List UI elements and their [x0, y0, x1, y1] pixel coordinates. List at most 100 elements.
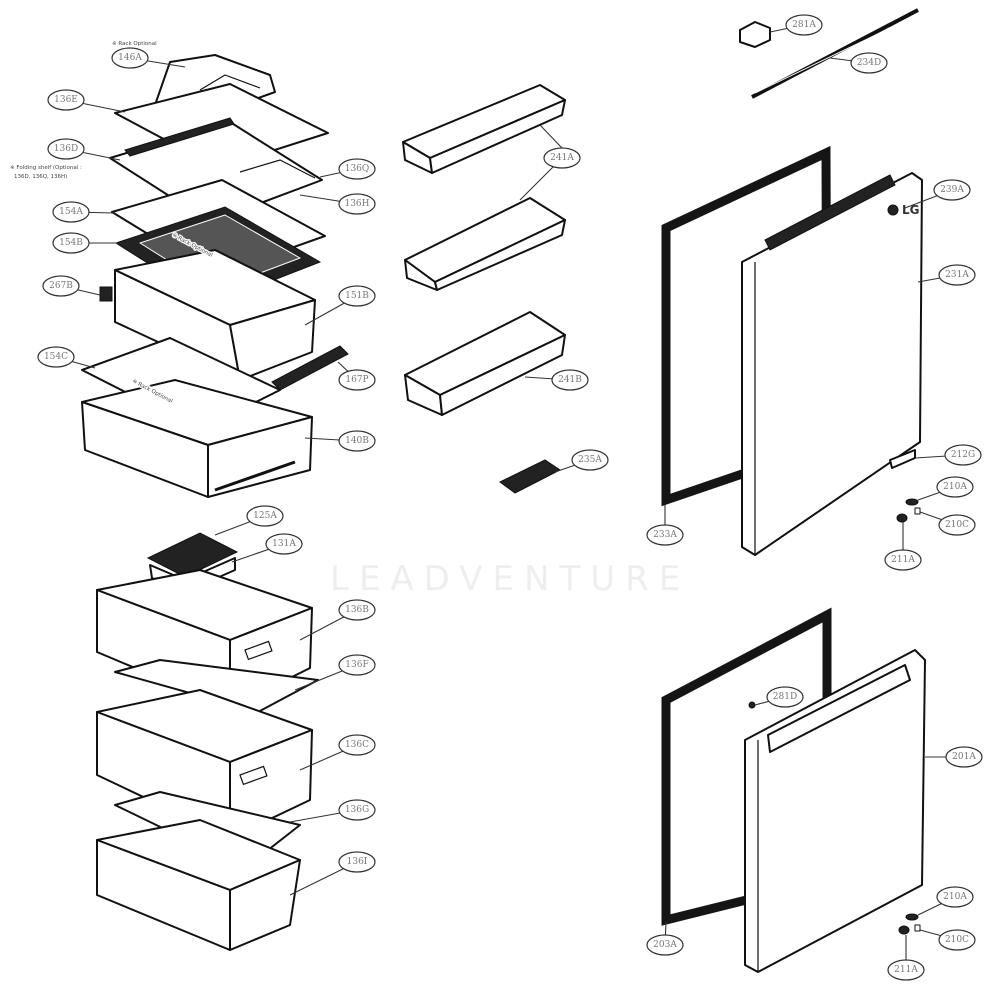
callout-136b: 136B: [299, 599, 376, 641]
callout-136g: 136G: [289, 799, 376, 823]
door-basket-top: [402, 84, 566, 174]
callout-bubble: [338, 369, 376, 391]
hinge-part-210c: [914, 507, 921, 515]
callout-bubble: [338, 285, 376, 307]
callout-bubble: [338, 158, 376, 180]
callout-bubble: [887, 959, 925, 981]
callout-label: 151B: [345, 291, 369, 301]
callout-241b: 241B: [524, 369, 589, 391]
callout-bubble: [47, 138, 85, 160]
callout-131a: 131A: [231, 533, 303, 563]
callout-bubble: [938, 514, 976, 536]
callout-label: 210A: [943, 482, 967, 492]
callout-233a: 233A: [646, 505, 684, 546]
callout-bubble: [785, 14, 823, 36]
callout-label: 210A: [943, 892, 967, 902]
callout-167p: 167P: [337, 361, 376, 391]
callout-bubble: [42, 275, 80, 297]
callout-bubble: [338, 799, 376, 821]
callout-281d: 281D: [754, 686, 804, 708]
part-281d: [748, 701, 756, 709]
note-folding-shelf-2: 136D, 136Q, 136H): [14, 174, 67, 180]
callout-146a: 146A: [111, 47, 186, 69]
callout-bubble: [938, 929, 976, 951]
callout-label: 211A: [891, 555, 915, 565]
door-231a: LG: [741, 172, 923, 556]
callout-label: 136B: [345, 605, 369, 615]
callout-label: 234D: [857, 58, 881, 68]
callout-label: 210C: [945, 520, 969, 530]
callout-label: 241A: [550, 153, 574, 163]
drawer-136i: [96, 819, 301, 951]
callout-label: 136C: [345, 740, 369, 750]
watermark: LEADVENTURE: [330, 559, 690, 599]
callout-bubble: [571, 449, 609, 471]
callout-267b: 267B: [42, 275, 101, 297]
callout-layer: 146A 136E 136D 136Q 136H 154A 154B 267B 151B 154C…: [37, 14, 983, 981]
callout-bubble: [646, 524, 684, 546]
callout-label: 231A: [945, 270, 969, 280]
callout-bubble: [338, 654, 376, 676]
callout-154a: 154A: [52, 201, 116, 223]
leader-line: [539, 124, 563, 149]
callout-bubble: [933, 179, 971, 201]
callout-bubble: [936, 886, 974, 908]
callout-label: 140B: [345, 436, 369, 446]
callout-151b: 151B: [304, 285, 376, 326]
lg-logo: LG: [902, 203, 920, 217]
callout-154c: 154C: [37, 346, 96, 369]
callout-bubble: [850, 52, 888, 74]
callout-label: 281D: [773, 692, 797, 702]
callout-label: 125A: [253, 511, 277, 521]
callout-label: 241B: [558, 375, 582, 385]
callout-210a: 210A: [917, 886, 974, 916]
callout-label: 136F: [345, 660, 368, 670]
drawer-151b: [99, 249, 316, 381]
callout-label: 239A: [940, 185, 964, 195]
callout-201a: 201A: [925, 746, 983, 768]
callout-125a: 125A: [214, 505, 284, 536]
callout-label: 136E: [54, 95, 78, 105]
callout-212g: 212G: [914, 444, 982, 466]
callout-label: 131A: [272, 539, 296, 549]
callout-136h: 136H: [299, 193, 376, 215]
callout-136f: 136F: [294, 654, 376, 691]
callout-210a: 210A: [917, 476, 974, 501]
hinge-part-211a: [896, 513, 908, 523]
callout-bubble: [551, 369, 589, 391]
callout-label: 136Q: [345, 164, 370, 174]
folding-shelf-136d: [109, 117, 323, 223]
part-234d: [751, 8, 919, 99]
callout-label: 203A: [653, 940, 677, 950]
callout-211a: 211A: [887, 935, 925, 981]
callout-bubble: [265, 533, 303, 555]
callout-235a: 235A: [554, 449, 609, 473]
callout-203a: 203A: [646, 921, 684, 956]
callout-label: 167P: [345, 375, 368, 385]
callout-bubble: [938, 264, 976, 286]
callout-label: 235A: [578, 455, 602, 465]
callout-label: 136H: [344, 199, 369, 209]
callout-bubble: [944, 444, 982, 466]
callout-label: 146A: [118, 53, 142, 63]
callout-bubble: [111, 47, 149, 69]
callout-bubble: [945, 746, 983, 768]
hinge-part-210a-lower: [905, 913, 919, 921]
callout-136i: 136I: [289, 851, 376, 896]
callout-bubble: [52, 201, 90, 223]
callout-bubble: [646, 934, 684, 956]
callout-154b: 154B: [52, 232, 118, 254]
door-201a: [744, 649, 926, 973]
callout-bubble: [543, 147, 581, 169]
callout-bubble: [338, 851, 376, 873]
callout-label: 210C: [945, 935, 969, 945]
callout-bubble: [884, 549, 922, 571]
callout-210c: 210C: [919, 929, 976, 951]
door-basket-241b: [404, 311, 566, 416]
callout-label: 233A: [653, 530, 677, 540]
callout-bubble: [52, 232, 90, 254]
callout-bubble: [338, 430, 376, 452]
callout-label: 136D: [54, 144, 78, 154]
callout-label: 211A: [894, 965, 918, 975]
